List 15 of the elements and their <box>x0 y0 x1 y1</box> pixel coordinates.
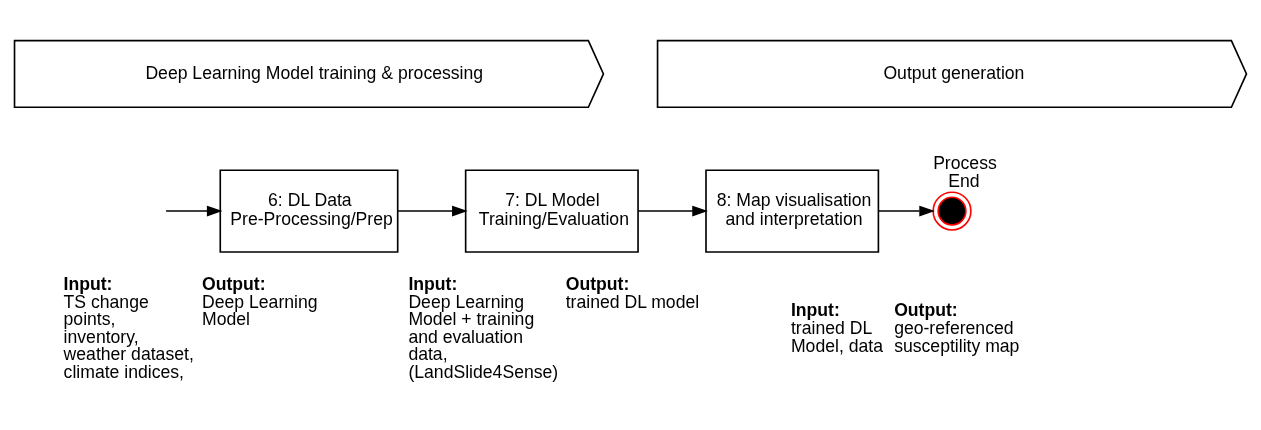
node-label: Process End <box>933 152 997 191</box>
node-label: Input: <box>790 299 840 320</box>
arrow <box>165 205 223 217</box>
arrow <box>397 205 468 217</box>
node-box: 7: DL Model Training/Evaluation <box>464 168 639 253</box>
node-label: Input: <box>408 273 458 294</box>
node-label: Input: <box>63 273 113 294</box>
node-circle <box>932 190 972 231</box>
node-label: Output: <box>565 273 630 294</box>
node-label: Output: <box>894 299 958 320</box>
arrow <box>637 205 708 217</box>
node-box: 8: Map visualisation and interpretation <box>705 168 880 253</box>
node-box: 6: DL Data Pre-Processing/Prep <box>219 168 399 253</box>
node-label: Output: <box>202 273 266 294</box>
arrow <box>878 205 935 217</box>
